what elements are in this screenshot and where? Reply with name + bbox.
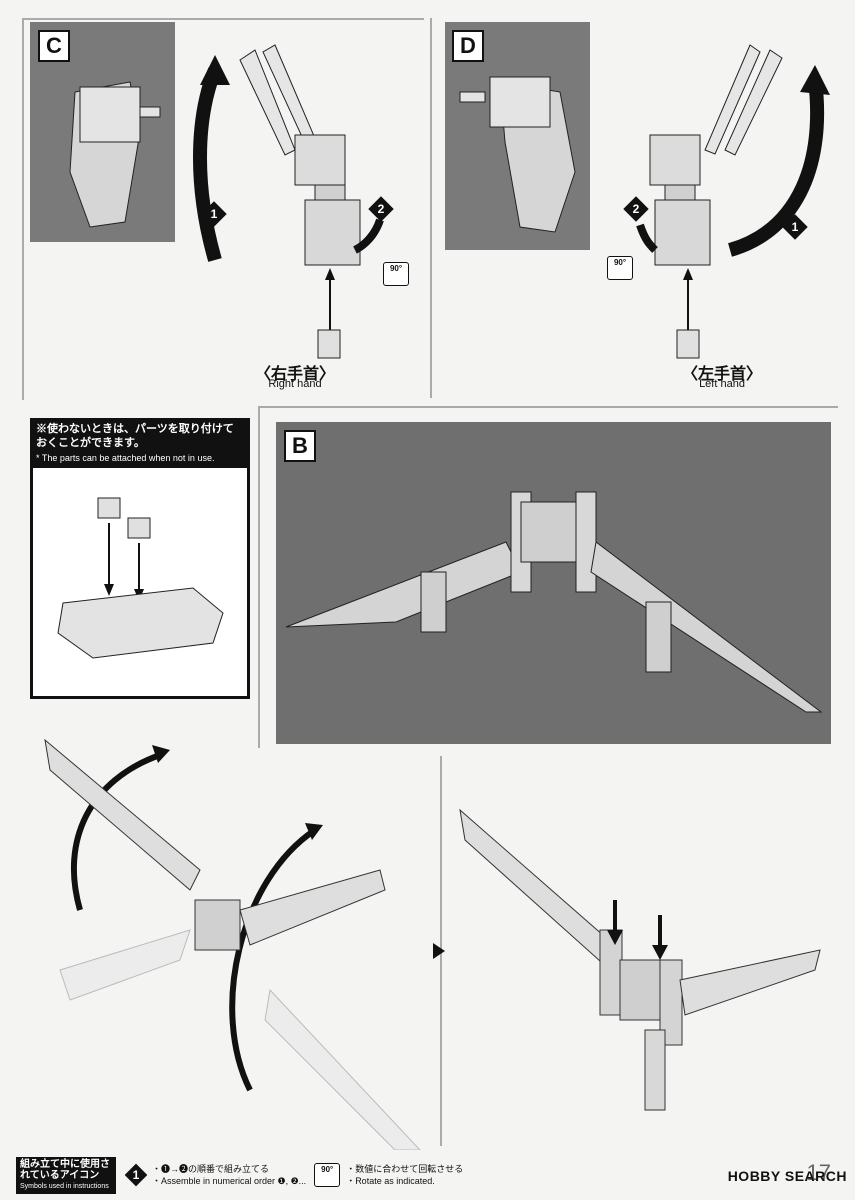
legend-item-rotate-jp: ・数値に合わせて回転させる <box>346 1164 464 1174</box>
panel-c-caption-jp: 〈右手首〉 <box>254 366 335 383</box>
rotate-icon: 90° <box>314 1163 341 1187</box>
panel-c-step1-icon: 1 <box>201 201 227 227</box>
torso-part-image <box>459 76 576 233</box>
panel-c-rotate-icon: 90° <box>383 262 409 286</box>
panel-d-step2-icon: 2 <box>623 196 649 222</box>
icon-legend: 組み立て中に使用されているアイコン Symbols used in instru… <box>16 1156 463 1194</box>
legend-item-rotate-en: ・Rotate as indicated. <box>346 1176 435 1186</box>
storage-illustration <box>57 497 224 659</box>
panel-c-illustration <box>193 44 384 359</box>
bottom-left-illustration <box>44 738 421 1150</box>
bottom-right-illustration <box>459 808 821 1111</box>
legend-item-rotate: 90° ・数値に合わせて回転させる ・Rotate as indicated. <box>314 1163 463 1187</box>
page-number: 17 <box>806 1160 831 1185</box>
panel-c-letter: C <box>38 30 70 62</box>
panel-c-frame <box>22 18 424 400</box>
panel-d-frame <box>430 18 832 398</box>
legend-title: 組み立て中に使用されているアイコン Symbols used in instru… <box>16 1156 116 1194</box>
panel-d-rotate-icon: 90° <box>607 256 633 280</box>
panel-b-image <box>276 422 831 744</box>
panel-b-frame <box>258 406 838 748</box>
legend-item-order: 1 ・❶→❷の順番で組み立てる ・Assemble in numerical o… <box>124 1163 306 1187</box>
legend-title-en: Symbols used in instructions <box>20 1182 109 1190</box>
note-text-jp: ※使わないときは、パーツを取り付けておくことができます。 <box>36 423 234 449</box>
legend-item-order-en: ・Assemble in numerical order ❶, ❷... <box>152 1176 307 1186</box>
next-arrow-icon <box>433 943 445 959</box>
note-header: ※使わないときは、パーツを取り付けておくことができます。 * The parts… <box>30 418 250 468</box>
panel-d-step1-icon: 1 <box>782 214 808 240</box>
torso-part-image <box>69 81 161 228</box>
step-number-icon: 1 <box>124 1163 148 1187</box>
panel-c-step2-icon: 2 <box>368 196 394 222</box>
panel-d-letter: D <box>452 30 484 62</box>
legend-title-jp: 組み立て中に使用されているアイコン <box>20 1158 110 1181</box>
panel-d-caption-en: Left hand <box>699 378 745 390</box>
panel-d-caption-jp: 〈左手首〉 <box>681 366 762 383</box>
panel-d-illustration <box>636 44 830 359</box>
watermark-logo: HOBBY SEARCH <box>727 1168 847 1184</box>
note-box <box>30 465 250 699</box>
legend-item-order-jp: ・❶→❷の順番で組み立てる <box>152 1164 270 1174</box>
panel-b-letter: B <box>284 430 316 462</box>
panel-c-caption-en: Right hand <box>268 378 322 390</box>
bird-mode-illustration <box>285 491 823 713</box>
note-text-en: * The parts can be attached when not in … <box>36 453 215 463</box>
